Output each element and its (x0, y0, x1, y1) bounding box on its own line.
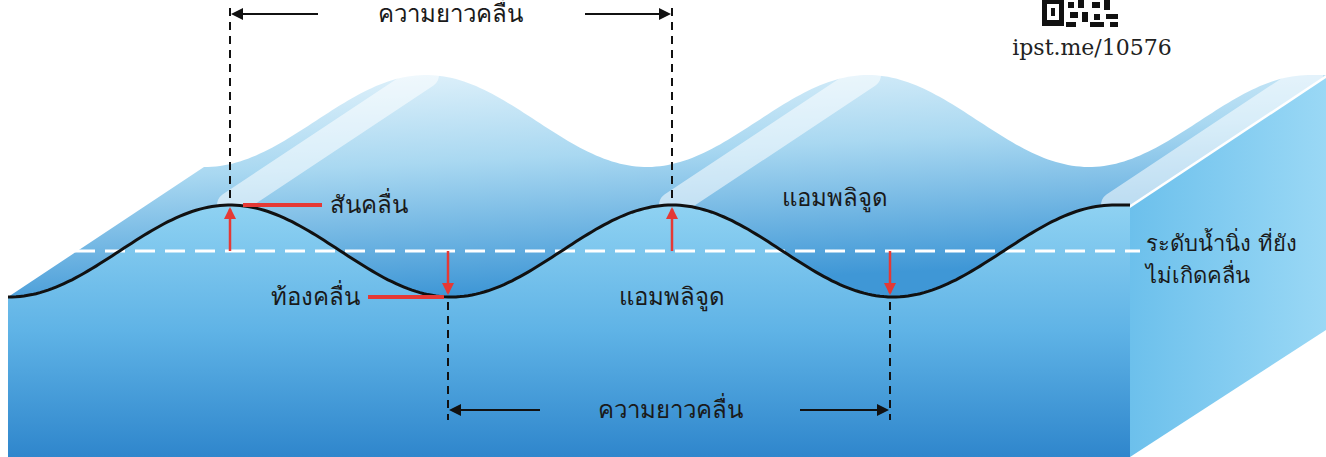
amplitude-arrow (671, 209, 674, 251)
crest-label: สันคลื่น (330, 191, 408, 220)
dimension-arrow (800, 409, 887, 411)
wavelength-label: ความยาวคลื่น (598, 396, 743, 425)
guide-line (229, 8, 231, 200)
qr-module (1066, 22, 1076, 27)
qr-module (1106, 14, 1118, 19)
guide-line (889, 302, 891, 420)
amplitude-arrow (889, 251, 892, 293)
qr-module (1082, 12, 1088, 22)
amplitude-arrow (229, 209, 232, 251)
water-front-face (8, 205, 1130, 457)
water-side-face (1130, 78, 1326, 457)
still-water-line (75, 250, 1140, 253)
qr-module (1042, 0, 1064, 26)
guide-line (447, 302, 449, 420)
qr-module (1094, 14, 1100, 20)
trough-label: ท้องคลื่น (271, 283, 360, 312)
qr-module (1092, 2, 1100, 8)
guide-line (671, 8, 673, 200)
wavelength-label: ความยาวคลื่น (378, 0, 523, 28)
qr-module (1110, 22, 1118, 27)
qr-module (1047, 4, 1059, 20)
leader-line (368, 295, 444, 299)
wave-curve (8, 205, 1130, 297)
qr-module (1104, 0, 1110, 10)
dimension-arrow (451, 409, 540, 411)
dimension-arrow (585, 13, 669, 15)
qr-module (1051, 8, 1055, 16)
amplitude-label: แอมพลิจูด (782, 184, 888, 213)
qr-module (1068, 2, 1074, 8)
crest-highlight (230, 75, 426, 205)
qr-module (1070, 12, 1078, 18)
qr-module (1078, 0, 1084, 8)
qr-module (1090, 22, 1104, 27)
qr-code (1042, 0, 1118, 27)
leader-line (243, 203, 322, 207)
url-label: ipst.me/10576 (1012, 35, 1172, 61)
amplitude-arrow (447, 251, 450, 293)
amplitude-label: แอมพลิจูด (619, 283, 725, 312)
dimension-arrow (233, 13, 318, 15)
still-water-label: ระดับน้ำนิ่ง ที่ยังไม่เกิดคลื่น (1146, 228, 1322, 292)
crest-highlights (230, 75, 1310, 205)
